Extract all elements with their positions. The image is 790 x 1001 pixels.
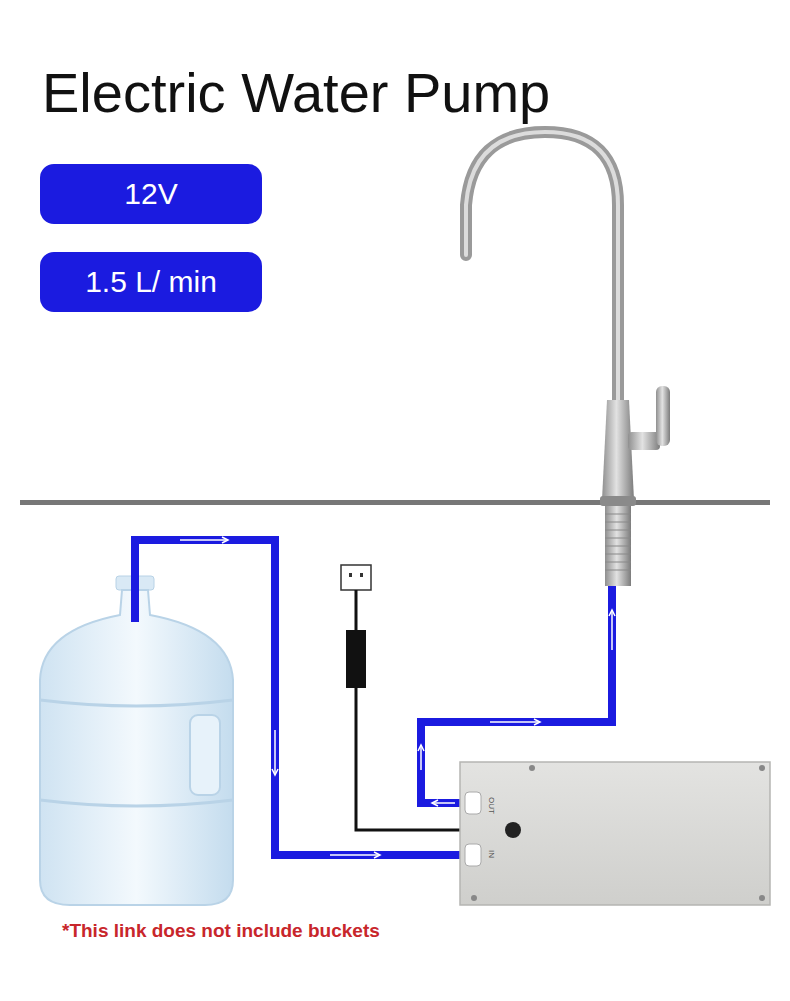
- badge-text: 12V: [124, 177, 177, 211]
- note-text: *This link does not include buckets: [62, 920, 380, 942]
- badge-text: 1.5 L/ min: [85, 265, 217, 299]
- port-label: IN: [487, 850, 496, 858]
- countertop: [20, 500, 770, 505]
- pump-box: [460, 762, 770, 905]
- spec-badge: 1.5 L/ min: [40, 252, 262, 312]
- faucet: [466, 132, 670, 586]
- inlet-pipe: [135, 537, 465, 858]
- port-label: OUT: [487, 797, 496, 814]
- title: Electric Water Pump: [42, 60, 550, 125]
- water-bucket: [40, 576, 233, 905]
- spec-badge: 12V: [40, 164, 262, 224]
